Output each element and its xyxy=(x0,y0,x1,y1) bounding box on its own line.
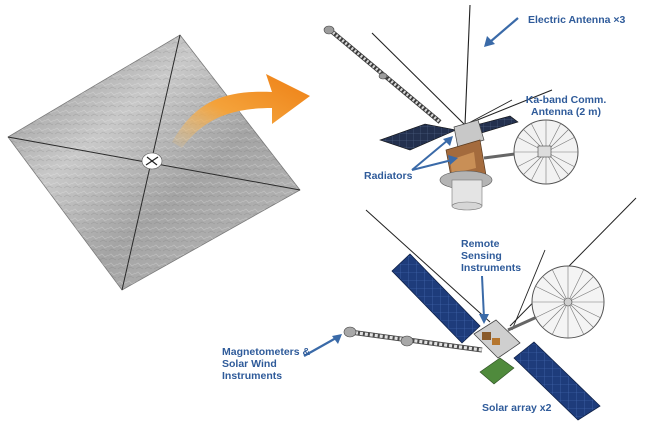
solar-panel xyxy=(379,123,458,151)
solar-array xyxy=(391,253,481,344)
electric-antenna-wire xyxy=(365,209,491,323)
callout-arrow-electric-antenna xyxy=(484,17,519,47)
electric-antenna-wire xyxy=(464,89,553,126)
radiators-label: Radiators xyxy=(364,170,413,182)
solar-array-label: Solar array x2 xyxy=(482,402,552,414)
magnetometers-label: Magnetometers & Solar Wind Instruments xyxy=(222,346,311,382)
magnetometer-boom xyxy=(343,326,483,353)
electric-antenna-wire xyxy=(511,249,546,331)
solar-array xyxy=(513,341,601,421)
solar-sail xyxy=(7,34,301,291)
electric-antenna-label: Electric Antenna ×3 xyxy=(528,14,626,26)
callout-arrow-remote-sensing xyxy=(479,275,489,324)
lower-spacecraft xyxy=(343,197,637,421)
electric-antenna-wire xyxy=(464,4,471,126)
electric-antenna-wire xyxy=(371,32,466,126)
ka-band-dish xyxy=(513,119,579,185)
transition-arrow xyxy=(172,74,310,148)
magnetometer-boom xyxy=(323,25,442,124)
callout-arrow-magnetometers xyxy=(303,334,342,357)
upper-spacecraft xyxy=(323,4,579,211)
callout-arrow-radiators xyxy=(411,136,458,171)
remote-sensing-label: Remote Sensing Instruments xyxy=(461,238,522,274)
electric-antenna-wire xyxy=(509,197,637,327)
ka-band-antenna-label: Ka-band Comm. Antenna (2 m) xyxy=(525,94,607,118)
ka-band-dish xyxy=(531,265,605,339)
